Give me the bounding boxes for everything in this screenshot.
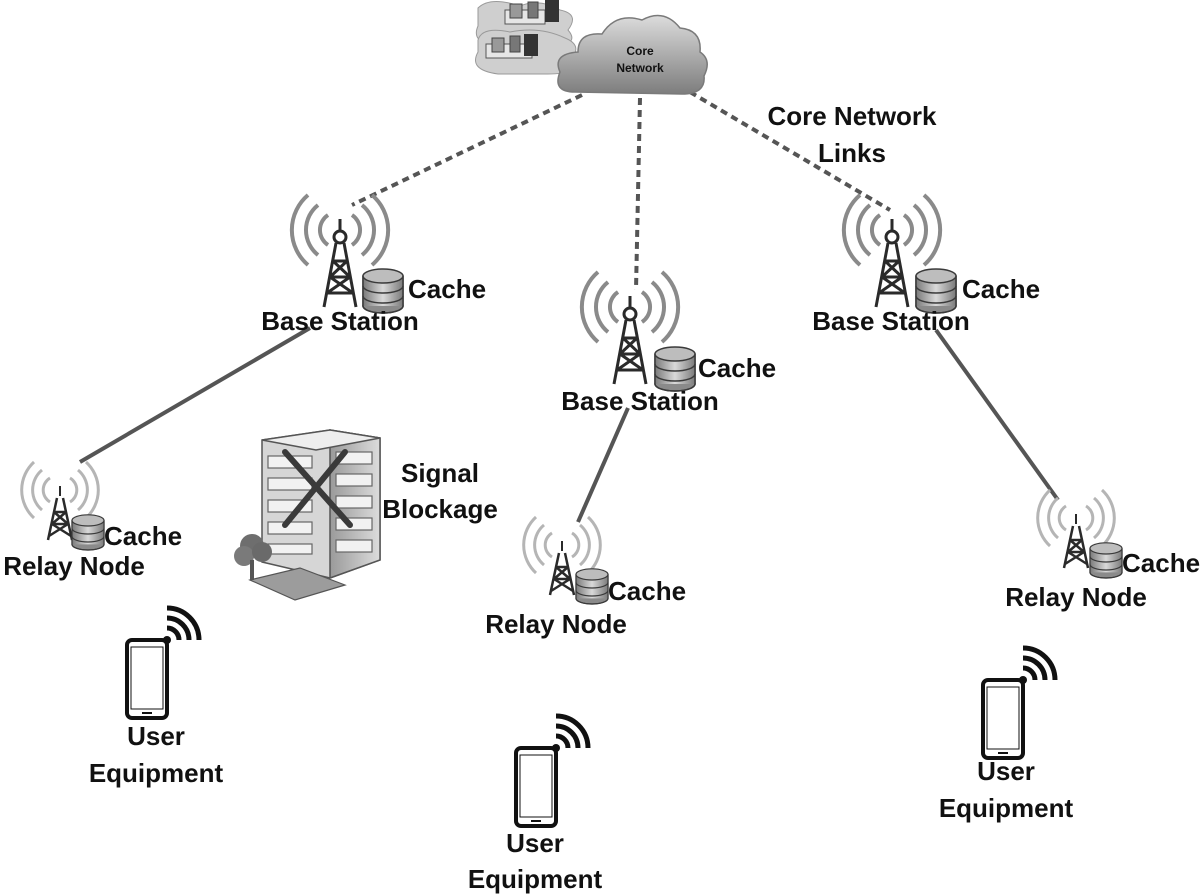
blockage-x-icon (282, 449, 353, 528)
cache-label: Cache (104, 521, 182, 551)
user-equipment-label-line1: User (977, 756, 1035, 786)
cache-label: Cache (1122, 548, 1200, 578)
link-bs-left-relay (78, 326, 312, 464)
user-equipment-right: User Equipment (939, 648, 1074, 823)
user-equipment-label-line1: User (127, 721, 185, 751)
cloud-icon (557, 14, 708, 95)
relay-node-label: Relay Node (3, 551, 145, 581)
relay-node-left: Cache Relay Node (3, 460, 182, 581)
base-station-label: Base Station (812, 306, 970, 336)
base-station-center: Cache Base Station (561, 270, 776, 416)
core-network-links-label-line2: Links (818, 138, 886, 168)
core-link-center (634, 97, 642, 291)
server-icon (475, 0, 577, 75)
user-equipment-label-line1: User (506, 828, 564, 858)
access-links (78, 326, 1060, 523)
base-station-label: Base Station (261, 306, 419, 336)
core-network-label-line2: Network (616, 61, 664, 75)
cache-icon (1089, 542, 1123, 579)
cache-label: Cache (608, 576, 686, 606)
smartphone-icon (983, 648, 1055, 758)
cache-icon (575, 568, 609, 605)
link-bs-right-relay (934, 328, 1060, 502)
relay-node-right: Cache Relay Node (1005, 488, 1200, 612)
building-icon (234, 429, 381, 601)
cache-label: Cache (408, 274, 486, 304)
base-station-right: Cache Base Station (812, 193, 1040, 336)
cache-icon (654, 346, 696, 392)
cache-icon (71, 514, 105, 551)
base-station-label: Base Station (561, 386, 719, 416)
signal-blockage-label-line1: Signal (401, 458, 479, 488)
user-equipment-label-line2: Equipment (939, 793, 1074, 823)
core-link-left (351, 93, 583, 207)
user-equipment-center: User Equipment (468, 716, 603, 894)
signal-blockage-label-line2: Blockage (382, 494, 498, 524)
core-network-links-label-line1: Core Network (767, 101, 937, 131)
cache-label: Cache (962, 274, 1040, 304)
relay-node-label: Relay Node (1005, 582, 1147, 612)
smartphone-icon (127, 608, 199, 718)
smartphone-icon (516, 716, 588, 826)
link-bs-center-relay (576, 407, 630, 523)
relay-node-label: Relay Node (485, 609, 627, 639)
user-equipment-label-line2: Equipment (89, 758, 224, 788)
core-network-label-line1: Core (626, 44, 654, 58)
relay-node-center: Cache Relay Node (485, 515, 686, 639)
cache-label: Cache (698, 353, 776, 383)
user-equipment-label-line2: Equipment (468, 864, 603, 894)
base-station-left: Cache Base Station (261, 193, 486, 336)
core-link-right (688, 90, 892, 212)
user-equipment-left: User Equipment (89, 608, 224, 788)
core-network-links (351, 90, 892, 291)
